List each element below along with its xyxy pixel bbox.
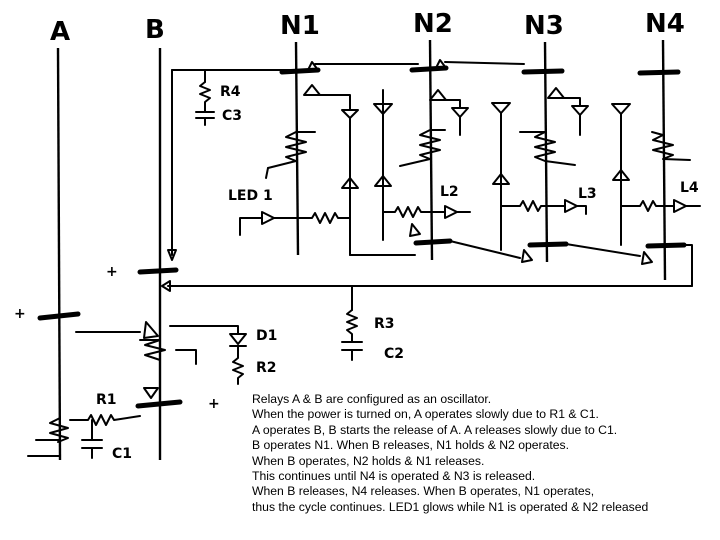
relay-coils: [265, 129, 691, 179]
label-r2: R2: [256, 360, 277, 376]
r4-c3: R4 C3: [195, 81, 242, 126]
r1-c1: + R1 C1: [27, 387, 220, 462]
lower-contacts: [349, 223, 693, 287]
a-network: + D1 R2: [14, 306, 277, 385]
label-n2: N2: [413, 9, 453, 39]
plus-bottom: +: [208, 396, 220, 412]
rail-n1: [294, 41, 300, 256]
label-a: A: [50, 17, 70, 47]
description-line: This continues until N4 is operated & N3…: [252, 469, 536, 484]
label-l2: L2: [440, 184, 459, 200]
circuit-description: Relays A & B are configured as an oscill…: [252, 392, 717, 515]
label-r3: R3: [374, 316, 395, 332]
description-line: When B releases, N4 releases. When B ope…: [252, 484, 595, 499]
label-r1: R1: [96, 392, 117, 408]
rail-n3: [543, 41, 549, 263]
label-r4: R4: [220, 84, 241, 100]
label-c2: C2: [384, 346, 404, 362]
rail-labels: A B N1 N2 N3 N4: [50, 9, 685, 47]
led-branches: LED 1 L2 L3 L4: [228, 180, 701, 236]
description-line: When the power is turned on, A operates …: [252, 407, 599, 422]
top-diodes: [303, 84, 631, 256]
label-n1: N1: [280, 11, 320, 41]
rail-n2: [428, 39, 434, 261]
label-b: B: [145, 15, 165, 45]
label-c3: C3: [222, 108, 242, 124]
label-d1: D1: [256, 328, 277, 344]
rail-a: [56, 47, 62, 461]
description-line: A operates B, B starts the release of A.…: [252, 422, 618, 437]
plus-b-top: +: [106, 264, 118, 280]
top-contacts: [279, 59, 681, 76]
label-led1: LED 1: [228, 188, 273, 204]
description-line: B operates N1. When B releases, N1 holds…: [252, 438, 570, 453]
plus-a: +: [14, 306, 26, 322]
label-c1: C1: [112, 446, 132, 462]
label-n4: N4: [645, 9, 685, 39]
mid-diodes: [341, 169, 630, 189]
top-bus: [167, 61, 525, 261]
b-contacts: + R3 C2: [106, 264, 693, 362]
label-l3: L3: [578, 186, 597, 202]
label-n3: N3: [524, 11, 564, 41]
description-line: When B operates, N2 holds & N1 releases.: [252, 453, 485, 468]
label-l4: L4: [680, 180, 699, 196]
description-line: thus the cycle continues. LED1 glows whi…: [252, 499, 649, 514]
description-line: Relays A & B are configured as an oscill…: [252, 392, 492, 406]
